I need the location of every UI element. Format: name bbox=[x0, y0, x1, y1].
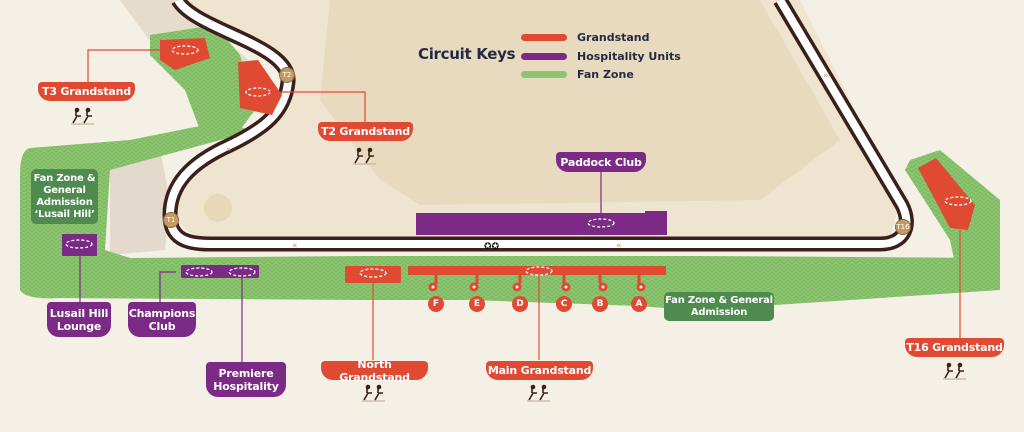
fan-zone-lusail-hill-label[interactable]: Fan Zone & General Admission ‘Lusail Hil… bbox=[31, 169, 98, 224]
main-grandstand-area bbox=[408, 266, 666, 275]
seat-icon bbox=[353, 147, 376, 165]
grey-zone bbox=[110, 150, 170, 255]
seat-icon bbox=[943, 362, 966, 380]
legend-swatch-fan-zone bbox=[521, 71, 567, 78]
paddock-club-label[interactable]: Paddock Club bbox=[556, 152, 646, 172]
turn-marker-t1: T1 bbox=[163, 212, 179, 228]
t3-grandstand-area bbox=[160, 38, 210, 70]
fan-zone-main-label[interactable]: Fan Zone & General Admission bbox=[664, 292, 774, 321]
t3-grandstand-label[interactable]: T3 Grandstand bbox=[38, 82, 135, 101]
legend-title: Circuit Keys bbox=[418, 45, 516, 63]
gate-a: A bbox=[631, 296, 647, 312]
direction-arrow: » bbox=[823, 71, 829, 81]
seat-icon bbox=[527, 384, 550, 402]
direction-arrow: » bbox=[226, 145, 232, 155]
legend-label-grandstand: Grandstand bbox=[577, 31, 650, 44]
gate-b: B bbox=[592, 296, 608, 312]
champions-club-label[interactable]: Champions Club bbox=[128, 302, 196, 337]
north-grandstand-label[interactable]: North Grandstand bbox=[321, 358, 428, 384]
turn-marker-t16: T16 bbox=[895, 219, 911, 235]
lusail-hill-lounge-label[interactable]: Lusail Hill Lounge bbox=[47, 302, 111, 337]
seat-icon bbox=[362, 384, 385, 402]
gate-e: E bbox=[469, 296, 485, 312]
gate-d: D bbox=[512, 296, 528, 312]
legend-swatch-grandstand bbox=[521, 34, 567, 41]
gate-c: C bbox=[556, 296, 572, 312]
paddock-club-area bbox=[416, 211, 667, 235]
t16-grandstand-area bbox=[918, 158, 975, 230]
building-area bbox=[320, 0, 840, 205]
legend-label-hospitality: Hospitality Units bbox=[577, 50, 681, 63]
main-grandstand-label[interactable]: Main Grandstand bbox=[486, 361, 593, 380]
legend-label-fan-zone: Fan Zone bbox=[577, 68, 634, 81]
lusail-lounge-area bbox=[62, 234, 97, 256]
legend-swatch-hospitality bbox=[521, 53, 567, 60]
t16-grandstand-label[interactable]: T16 Grandstand bbox=[905, 338, 1004, 357]
gate-f: F bbox=[428, 296, 444, 312]
roundabout bbox=[204, 194, 232, 222]
premiere-hospitality-label[interactable]: Premiere Hospitality bbox=[206, 362, 286, 397]
turn-marker-t2: T2 bbox=[279, 67, 295, 83]
north-grandstand-area bbox=[345, 266, 401, 283]
direction-arrow: « bbox=[292, 241, 298, 251]
t2-grandstand-label[interactable]: T2 Grandstand bbox=[318, 122, 413, 141]
direction-arrow: « bbox=[616, 241, 622, 251]
seat-icon bbox=[71, 107, 94, 125]
start-finish-icon: ✪✪ bbox=[484, 242, 500, 252]
fan-zone-left bbox=[20, 120, 1000, 309]
